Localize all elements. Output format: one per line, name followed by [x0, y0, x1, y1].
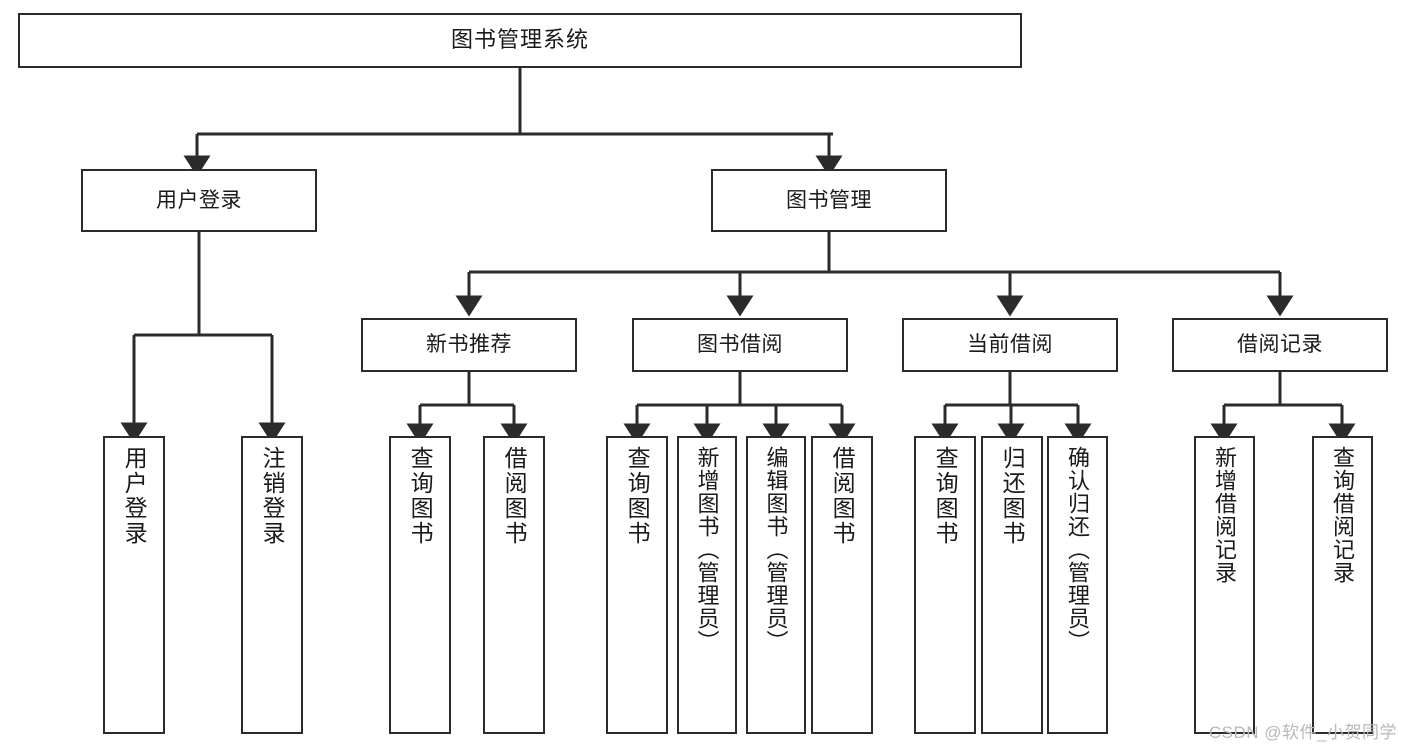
node-book-manage-label: 图书管理 [786, 188, 872, 212]
leaf-user-login-2[interactable]: 注销登录 [241, 436, 303, 734]
leaf-new-book-2[interactable]: 借阅图书 [483, 436, 545, 734]
node-new-book-recommend[interactable]: 新书推荐 [361, 318, 577, 372]
node-borrow-record-label: 借阅记录 [1237, 333, 1323, 357]
leaf-new-book-2-label: 借阅图书 [501, 446, 528, 546]
leaf-current-borrow-1[interactable]: 查询图书 [914, 436, 976, 734]
node-book-borrow-label: 图书借阅 [697, 333, 783, 357]
node-book-manage[interactable]: 图书管理 [711, 169, 947, 232]
leaf-borrow-record-1-label: 新增借阅记录 [1212, 446, 1238, 584]
leaf-book-borrow-4-label: 借阅图书 [829, 446, 856, 546]
node-current-borrow-label: 当前借阅 [967, 333, 1053, 357]
node-user-login[interactable]: 用户登录 [81, 169, 317, 232]
leaf-new-book-1-label: 查询图书 [407, 446, 434, 546]
leaf-current-borrow-1-label: 查询图书 [932, 446, 959, 546]
leaf-book-borrow-1-label: 查询图书 [624, 446, 651, 546]
leaf-user-login-1[interactable]: 用户登录 [103, 436, 165, 734]
leaf-current-borrow-2[interactable]: 归还图书 [981, 436, 1043, 734]
node-root-label: 图书管理系统 [450, 27, 589, 53]
node-book-borrow[interactable]: 图书借阅 [632, 318, 848, 372]
leaf-book-borrow-4[interactable]: 借阅图书 [811, 436, 873, 734]
leaf-new-book-1[interactable]: 查询图书 [389, 436, 451, 734]
leaf-user-login-1-label: 用户登录 [121, 446, 148, 546]
leaf-book-borrow-3[interactable]: 编辑图书（管理员） [746, 436, 806, 734]
leaf-book-borrow-2[interactable]: 新增图书（管理员） [677, 436, 737, 734]
leaf-user-login-2-label: 注销登录 [259, 446, 286, 546]
leaf-borrow-record-2-label: 查询借阅记录 [1330, 446, 1356, 584]
node-borrow-record[interactable]: 借阅记录 [1172, 318, 1388, 372]
leaf-book-borrow-3-label: 编辑图书（管理员） [763, 446, 789, 653]
node-user-login-label: 用户登录 [156, 188, 242, 212]
node-root[interactable]: 图书管理系统 [18, 13, 1022, 68]
leaf-book-borrow-1[interactable]: 查询图书 [606, 436, 668, 734]
leaf-borrow-record-2[interactable]: 查询借阅记录 [1312, 436, 1373, 734]
leaf-current-borrow-2-label: 归还图书 [999, 446, 1026, 546]
leaf-borrow-record-1[interactable]: 新增借阅记录 [1194, 436, 1255, 734]
node-current-borrow[interactable]: 当前借阅 [902, 318, 1118, 372]
node-new-book-recommend-label: 新书推荐 [426, 333, 512, 357]
leaf-current-borrow-3[interactable]: 确认归还（管理员） [1047, 436, 1108, 734]
leaf-book-borrow-2-label: 新增图书（管理员） [694, 446, 720, 653]
watermark: CSDN @软件_小贺同学 [1208, 723, 1397, 742]
leaf-current-borrow-3-label: 确认归还（管理员） [1065, 446, 1091, 653]
